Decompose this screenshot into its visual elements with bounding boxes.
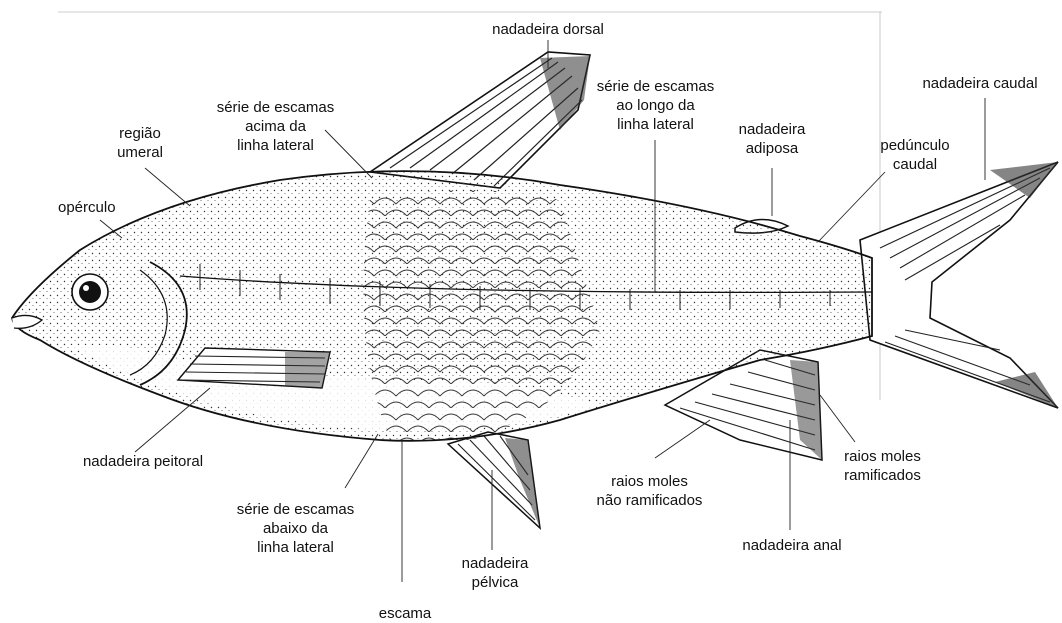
leader-below-lateral bbox=[345, 434, 378, 488]
label-operculum: opérculo bbox=[58, 198, 148, 217]
label-line: linha lateral bbox=[218, 538, 373, 557]
label-line: nadadeira anal bbox=[722, 536, 862, 555]
label-unbranched-rays: raios moles não ramificados bbox=[572, 472, 727, 510]
label-dorsal-fin: nadadeira dorsal bbox=[468, 20, 628, 39]
label-line: linha lateral bbox=[198, 136, 353, 155]
leader-peduncle bbox=[818, 172, 885, 242]
label-lateral-line-series: série de escamas ao longo da linha later… bbox=[578, 77, 733, 134]
leader-branched bbox=[820, 395, 855, 442]
label-line: nadadeira bbox=[722, 120, 822, 139]
label-line: escama bbox=[360, 604, 450, 623]
pelvic-fin bbox=[448, 432, 540, 528]
label-below-lateral-line: série de escamas abaixo da linha lateral bbox=[218, 500, 373, 557]
label-line: ramificados bbox=[825, 466, 940, 485]
label-line: caudal bbox=[870, 155, 960, 174]
label-line: acima da bbox=[198, 117, 353, 136]
label-humeral-region: região umeral bbox=[100, 124, 180, 162]
label-line: linha lateral bbox=[578, 115, 733, 134]
label-line: nadadeira peitoral bbox=[58, 452, 228, 471]
leader-unbranched bbox=[655, 420, 710, 458]
label-adipose-fin: nadadeira adiposa bbox=[722, 120, 822, 158]
label-line: raios moles bbox=[572, 472, 727, 491]
label-branched-rays: raios moles ramificados bbox=[825, 447, 940, 485]
label-line: opérculo bbox=[58, 198, 148, 217]
label-line: adiposa bbox=[722, 139, 822, 158]
label-line: pedúnculo bbox=[870, 136, 960, 155]
caudal-fin bbox=[860, 162, 1058, 408]
label-line: raios moles bbox=[825, 447, 940, 466]
label-line: abaixo da bbox=[218, 519, 373, 538]
label-line: região bbox=[100, 124, 180, 143]
label-caudal-fin: nadadeira caudal bbox=[905, 74, 1055, 93]
dorsal-fin bbox=[370, 52, 590, 188]
label-line: nadadeira bbox=[445, 554, 545, 573]
label-pectoral-fin: nadadeira peitoral bbox=[58, 452, 228, 471]
label-above-lateral-line: série de escamas acima da linha lateral bbox=[198, 98, 353, 155]
label-line: série de escamas bbox=[578, 77, 733, 96]
label-line: série de escamas bbox=[218, 500, 373, 519]
label-line: série de escamas bbox=[198, 98, 353, 117]
label-pelvic-fin: nadadeira pélvica bbox=[445, 554, 545, 592]
label-line: pélvica bbox=[445, 573, 545, 592]
label-anal-fin: nadadeira anal bbox=[722, 536, 862, 555]
label-scale: escama bbox=[360, 604, 450, 623]
label-caudal-peduncle: pedúnculo caudal bbox=[870, 136, 960, 174]
leader-humeral bbox=[145, 168, 190, 206]
label-line: não ramificados bbox=[572, 491, 727, 510]
label-line: nadadeira caudal bbox=[905, 74, 1055, 93]
label-line: ao longo da bbox=[578, 96, 733, 115]
label-line: umeral bbox=[100, 143, 180, 162]
label-line: nadadeira dorsal bbox=[468, 20, 628, 39]
